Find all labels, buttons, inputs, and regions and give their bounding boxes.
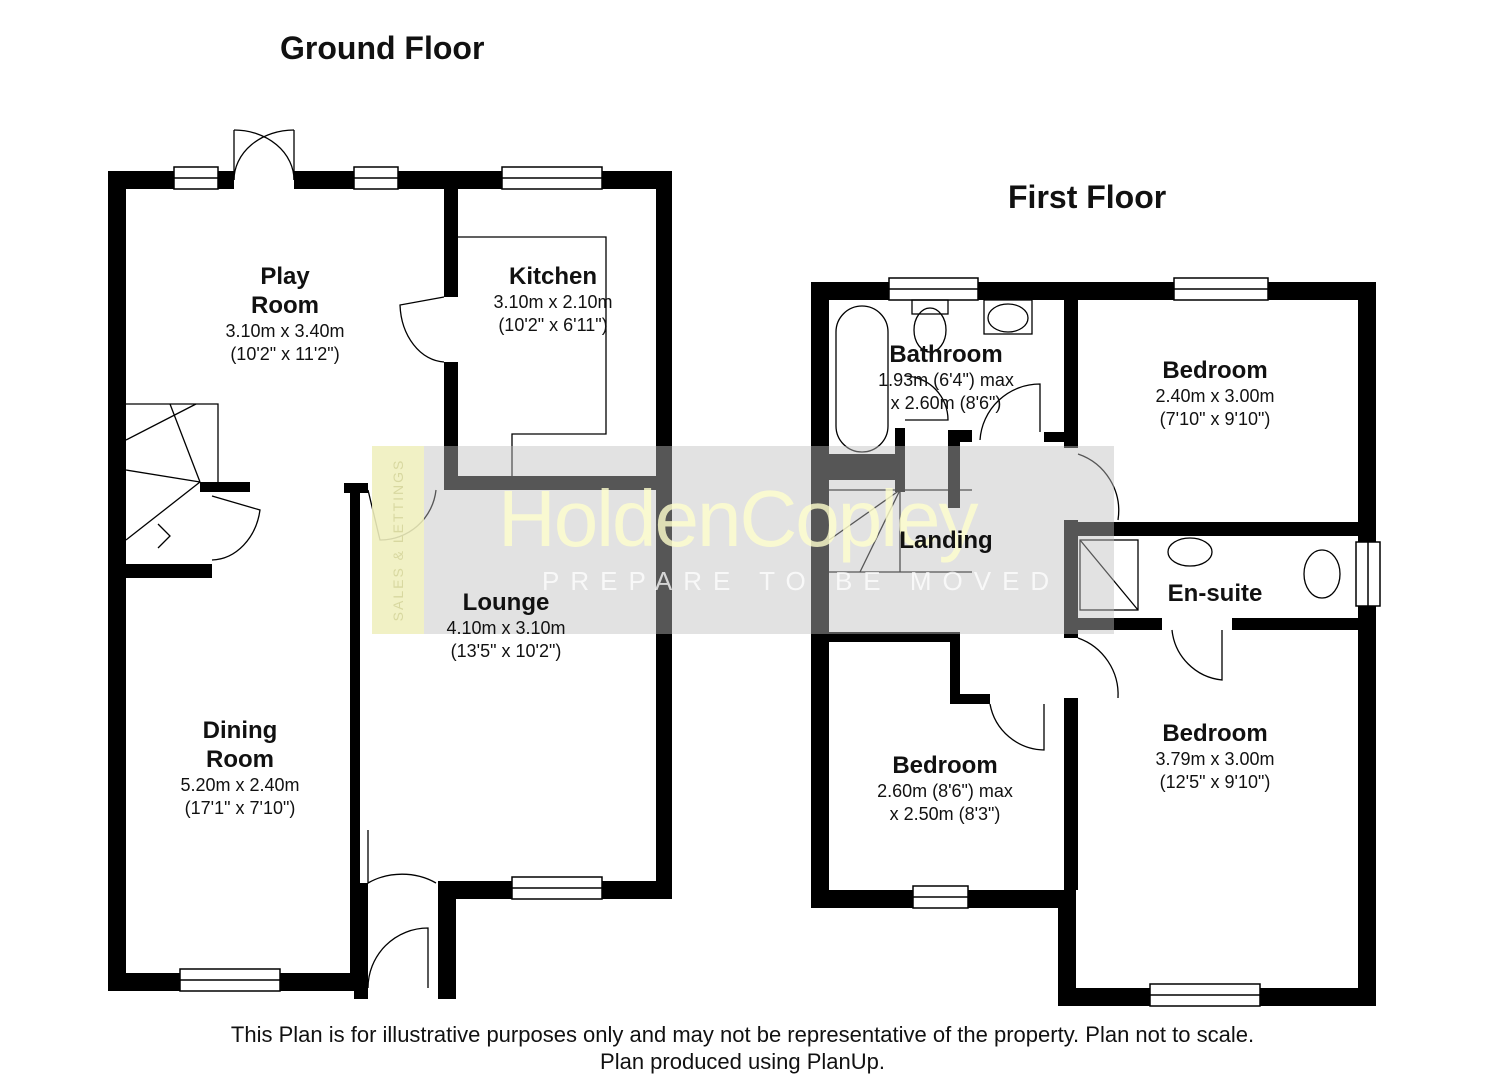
footer-disclaimer: This Plan is for illustrative purposes o…: [230, 1022, 1255, 1047]
ground-floor-heading: Ground Floor: [280, 30, 485, 66]
room-name: Bedroom: [1162, 357, 1268, 384]
room-name: Room: [251, 292, 319, 319]
room-name: Play: [260, 263, 310, 290]
room-dimensions: 4.10m x 3.10m: [446, 618, 566, 638]
windows: [173, 166, 1381, 1007]
watermark-side-text: SALES & LETTINGS: [390, 458, 406, 622]
room-bedroom-3: Bedroom 3.79m x 3.00m (12'5" x 9'10"): [1155, 719, 1274, 794]
room-name: Lounge: [462, 589, 550, 616]
room-dimensions: (10'2" x 11'2"): [230, 344, 340, 364]
room-dimensions: 5.20m x 2.40m: [180, 775, 300, 795]
room-name: Bedroom: [1162, 720, 1268, 747]
room-dimensions: x 2.50m (8'3"): [889, 804, 1001, 824]
room-play-room: Play Room 3.10m x 3.40m (10'2" x 11'2"): [225, 262, 344, 366]
room-dimensions: (7'10" x 9'10"): [1159, 409, 1271, 429]
room-dimensions: 3.79m x 3.00m: [1155, 749, 1275, 769]
ground-floor-walls: [108, 171, 672, 999]
room-dimensions: 2.60m (8'6") max: [877, 781, 1013, 801]
room-dimensions: (13'5" x 10'2"): [450, 641, 562, 661]
room-name: En-suite: [1167, 580, 1263, 607]
room-lounge: Lounge 4.10m x 3.10m (13'5" x 10'2"): [446, 588, 565, 663]
room-landing: Landing: [899, 526, 992, 555]
room-bedroom-1: Bedroom 2.40m x 3.00m (7'10" x 9'10"): [1155, 356, 1274, 431]
room-dimensions: 3.10m x 3.40m: [225, 321, 345, 341]
room-name: Kitchen: [508, 263, 597, 290]
room-bathroom: Bathroom 1.93m (6'4") max x 2.60m (8'6"): [878, 340, 1014, 415]
room-dining-room: Dining Room 5.20m x 2.40m (17'1" x 7'10"…: [180, 716, 299, 820]
doors-and-fixtures: [125, 129, 1341, 989]
watermark-brand: HoldenCopley: [498, 474, 979, 563]
watermark: SALES & LETTINGS HoldenCopley PREPARE TO…: [372, 446, 1114, 634]
room-dimensions: 1.93m (6'4") max: [878, 370, 1014, 390]
room-name: Bathroom: [889, 341, 1003, 368]
room-dimensions: (12'5" x 9'10"): [1159, 772, 1271, 792]
room-dimensions: (17'1" x 7'10"): [184, 798, 296, 818]
watermark-side-strip: SALES & LETTINGS: [372, 446, 424, 634]
room-name: Room: [206, 746, 274, 773]
room-name: Bedroom: [892, 752, 998, 779]
room-dimensions: x 2.60m (8'6"): [890, 393, 1002, 413]
room-en-suite: En-suite: [1168, 579, 1263, 608]
first-floor-walls: [811, 282, 1376, 1006]
room-dimensions: 2.40m x 3.00m: [1155, 386, 1275, 406]
first-floor-heading: First Floor: [1008, 179, 1167, 215]
room-kitchen: Kitchen 3.10m x 2.10m (10'2" x 6'11"): [493, 262, 612, 337]
room-dimensions: (10'2" x 6'11"): [498, 315, 608, 335]
room-name: Dining: [202, 717, 278, 744]
watermark-tagline: PREPARE TO BE MOVED: [542, 566, 1061, 596]
room-name: Landing: [899, 527, 993, 554]
room-dimensions: 3.10m x 2.10m: [493, 292, 613, 312]
watermark-band: [372, 446, 1114, 634]
footer-credit: Plan produced using PlanUp.: [600, 1049, 885, 1074]
room-bedroom-2: Bedroom 2.60m (8'6") max x 2.50m (8'3"): [877, 751, 1013, 826]
